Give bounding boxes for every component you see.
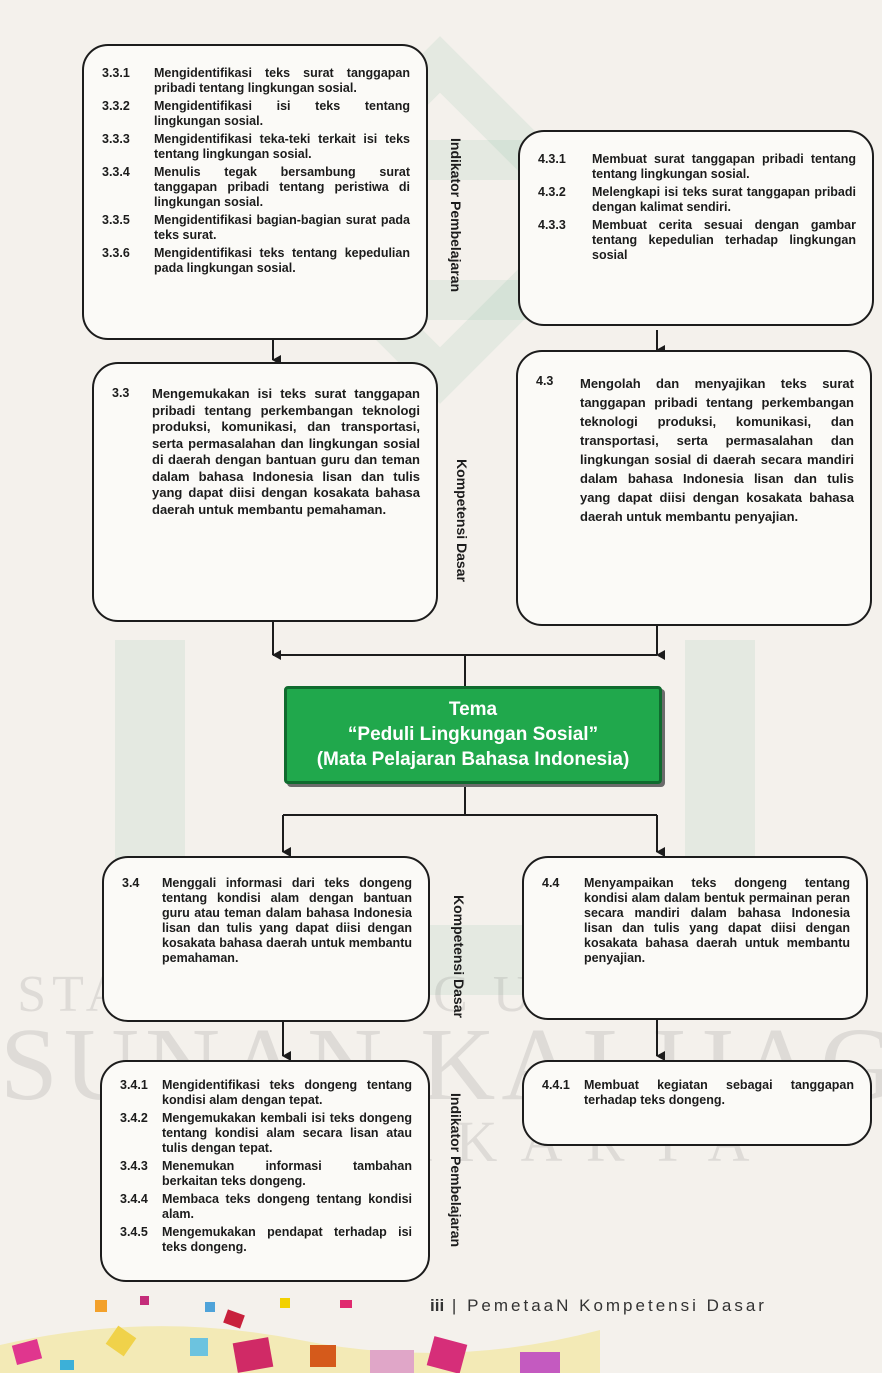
- indicator-list-4-4: 4.4.1 Membuat kegiatan sebagai tanggapan …: [542, 1078, 854, 1108]
- indicator-text: Menulis tegak bersambung surat tanggapan…: [154, 165, 410, 209]
- indicator-list-3-4: 3.4.1 Mengidentifikasi teks dongeng tenta…: [120, 1078, 412, 1255]
- kd-4-4-text: Menyampaikan teks dongeng tentang kondis…: [584, 876, 850, 965]
- indicator-text: Mengidentifikasi teks dongeng tentang ko…: [162, 1078, 412, 1107]
- indicator-item: 3.3.4 Menulis tegak bersambung surat tang…: [102, 165, 410, 210]
- kd-3-3-item: 3.3 Mengemukakan isi teks surat tanggapa…: [112, 386, 420, 518]
- indicators-box-3-3: 3.3.1 Mengidentifikasi teks surat tanggap…: [82, 44, 428, 340]
- indicator-number: 4.3.2: [538, 185, 566, 199]
- indicator-item: 4.3.3 Membuat cerita sesuai dengan gambar…: [538, 218, 856, 263]
- indicator-number: 4.4.1: [542, 1078, 570, 1092]
- kd-box-3-3: 3.3 Mengemukakan isi teks surat tanggapa…: [92, 362, 438, 622]
- label-kompetensi-dasar-top: Kompetensi Dasar: [454, 458, 470, 582]
- indicator-number: 3.4.3: [120, 1159, 148, 1173]
- indicator-text: Melengkapi isi teks surat tanggapan prib…: [592, 185, 856, 214]
- indicator-text: Mengidentifikasi teks surat tanggapan pr…: [154, 66, 410, 95]
- indicator-text: Mengidentifikasi isi teks tentang lingku…: [154, 99, 410, 128]
- footer-title: PemetaaN Kompetensi Dasar: [467, 1296, 767, 1315]
- indicator-number: 3.3.1: [102, 66, 130, 80]
- indicator-item: 3.4.5 Mengemukakan pendapat terhadap isi …: [120, 1225, 412, 1255]
- indicator-item: 3.3.3 Mengidentifikasi teka-teki terkait …: [102, 132, 410, 162]
- kd-4-3-item: 4.3 Mengolah dan menyajikan teks surat t…: [536, 374, 854, 526]
- indicator-text: Mengemukakan kembali isi teks dongeng te…: [162, 1111, 412, 1155]
- tema-heading: Tema: [448, 699, 498, 720]
- indicator-number: 3.4.2: [120, 1111, 148, 1125]
- indicator-item: 3.3.6 Mengidentifikasi teks tentang keped…: [102, 246, 410, 276]
- indicators-box-3-4: 3.4.1 Mengidentifikasi teks dongeng tenta…: [100, 1060, 430, 1282]
- tema-title: “Peduli Lingkungan Sosial”: [347, 724, 599, 745]
- kd-4-4-item: 4.4 Menyampaikan teks dongeng tentang ko…: [542, 876, 850, 966]
- page-footer: iii | PemetaaN Kompetensi Dasar: [430, 1296, 767, 1316]
- label-indikator-pembelajaran-top: Indikator Pembelajaran: [448, 137, 464, 293]
- indicator-text: Mengidentifikasi bagian-bagian surat pad…: [154, 213, 410, 242]
- label-kompetensi-dasar-bottom: Kompetensi Dasar: [451, 894, 467, 1018]
- indicator-text: Mengemukakan pendapat terhadap isi teks …: [162, 1225, 412, 1254]
- indicator-list-3-3: 3.3.1 Mengidentifikasi teks surat tanggap…: [102, 66, 410, 276]
- indicator-number: 3.3.6: [102, 246, 130, 260]
- indicator-item: 3.4.3 Menemukan informasi tambahan berkai…: [120, 1159, 412, 1189]
- indicator-list-4-3: 4.3.1 Membuat surat tanggapan pribadi ten…: [538, 152, 856, 263]
- indicator-text: Membuat surat tanggapan pribadi tentang …: [592, 152, 856, 181]
- tema-subject: (Mata Pelajaran Bahasa Indonesia): [316, 749, 630, 770]
- indicator-text: Mengidentifikasi teks tentang kepedulian…: [154, 246, 410, 275]
- indicator-text: Menemukan informasi tambahan berkaitan t…: [162, 1159, 412, 1188]
- indicator-item: 3.3.2 Mengidentifikasi isi teks tentang l…: [102, 99, 410, 129]
- kd-box-4-3: 4.3 Mengolah dan menyajikan teks surat t…: [516, 350, 872, 626]
- kd-3-3-number: 3.3: [112, 386, 130, 400]
- footer-separator: |: [451, 1296, 460, 1315]
- kd-3-4-item: 3.4 Menggali informasi dari teks dongeng…: [122, 876, 412, 966]
- kd-3-4-text: Menggali informasi dari teks dongeng ten…: [162, 876, 412, 965]
- tema-box: Tema “Peduli Lingkungan Sosial” (Mata Pe…: [284, 686, 662, 784]
- indicator-number: 3.3.4: [102, 165, 130, 179]
- indicator-number: 3.4.1: [120, 1078, 148, 1092]
- indicator-number: 4.3.1: [538, 152, 566, 166]
- kd-3-4-number: 3.4: [122, 876, 140, 890]
- indicator-number: 3.4.4: [120, 1192, 148, 1206]
- indicator-item: 3.4.4 Membaca teks dongeng tentang kondis…: [120, 1192, 412, 1222]
- indicators-box-4-4: 4.4.1 Membuat kegiatan sebagai tanggapan …: [522, 1060, 872, 1146]
- indicator-text: Membuat cerita sesuai dengan gambar tent…: [592, 218, 856, 262]
- page-number: iii: [430, 1296, 445, 1315]
- indicator-item: 4.4.1 Membuat kegiatan sebagai tanggapan …: [542, 1078, 854, 1108]
- indicators-box-4-3: 4.3.1 Membuat surat tanggapan pribadi ten…: [518, 130, 874, 326]
- indicator-item: 3.4.1 Mengidentifikasi teks dongeng tenta…: [120, 1078, 412, 1108]
- indicator-item: 4.3.2 Melengkapi isi teks surat tanggapan…: [538, 185, 856, 215]
- kd-3-3-text: Mengemukakan isi teks surat tanggapan pr…: [152, 386, 420, 517]
- indicator-item: 3.4.2 Mengemukakan kembali isi teks donge…: [120, 1111, 412, 1156]
- kd-4-3-text: Mengolah dan menyajikan teks surat tangg…: [580, 376, 854, 524]
- kd-box-3-4: 3.4 Menggali informasi dari teks dongeng…: [102, 856, 430, 1022]
- indicator-number: 3.3.2: [102, 99, 130, 113]
- indicator-item: 3.3.1 Mengidentifikasi teks surat tanggap…: [102, 66, 410, 96]
- indicator-text: Membaca teks dongeng tentang kondisi ala…: [162, 1192, 412, 1221]
- indicator-number: 3.3.3: [102, 132, 130, 146]
- indicator-text: Membuat kegiatan sebagai tanggapan terha…: [584, 1078, 854, 1107]
- indicator-number: 4.3.3: [538, 218, 566, 232]
- indicator-text: Mengidentifikasi teka-teki terkait isi t…: [154, 132, 410, 161]
- label-indikator-pembelajaran-bottom: Indikator Pembelajaran: [448, 1092, 464, 1248]
- indicator-number: 3.4.5: [120, 1225, 148, 1239]
- indicator-item: 4.3.1 Membuat surat tanggapan pribadi ten…: [538, 152, 856, 182]
- indicator-item: 3.3.5 Mengidentifikasi bagian-bagian sura…: [102, 213, 410, 243]
- indicator-number: 3.3.5: [102, 213, 130, 227]
- kd-box-4-4: 4.4 Menyampaikan teks dongeng tentang ko…: [522, 856, 868, 1020]
- kd-4-4-number: 4.4: [542, 876, 560, 890]
- kd-4-3-number: 4.3: [536, 374, 554, 388]
